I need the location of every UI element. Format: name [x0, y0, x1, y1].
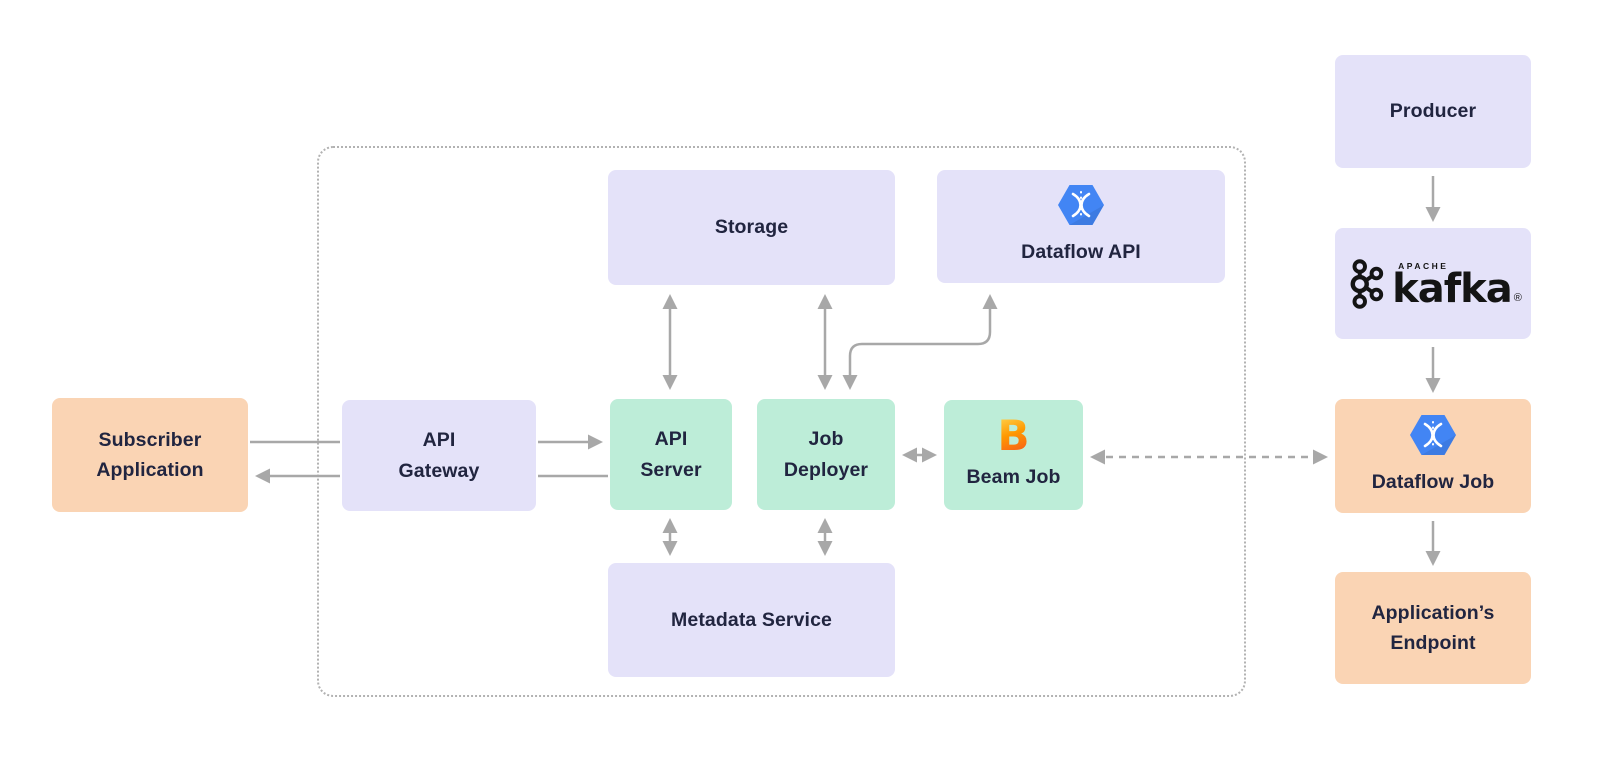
- apache-kafka-logo: APACHE kafka ®: [1344, 254, 1522, 314]
- node-job-deployer: Job Deployer: [757, 399, 895, 510]
- node-label: Dataflow Job: [1371, 470, 1495, 493]
- node-label: API Gateway: [398, 429, 480, 482]
- kafka-registered-mark: ®: [1513, 292, 1522, 304]
- node-applications-endpoint: Application’s Endpoint: [1335, 572, 1531, 684]
- node-label: Metadata Service: [671, 608, 832, 631]
- node-label: Producer: [1389, 100, 1477, 123]
- node-label: API Server: [640, 428, 702, 481]
- node-label: Application’s Endpoint: [1371, 601, 1495, 654]
- node-metadata-service: Metadata Service: [608, 563, 895, 677]
- node-label: Dataflow API: [1021, 241, 1141, 264]
- node-producer: Producer: [1335, 55, 1531, 168]
- node-storage: Storage: [608, 170, 895, 285]
- node-label: Subscriber Application: [96, 428, 204, 481]
- node-label: Job Deployer: [783, 428, 869, 481]
- pipeline-boundary-box: [317, 146, 1246, 697]
- dataflow-icon: [1058, 185, 1104, 230]
- kafka-apache-label: APACHE: [1398, 261, 1449, 271]
- node-beam-job: B Beam Job: [944, 400, 1083, 510]
- node-kafka: APACHE kafka ®: [1335, 228, 1531, 339]
- node-dataflow-api: Dataflow API: [937, 170, 1225, 283]
- kafka-wordmark: APACHE kafka ®: [1392, 261, 1522, 312]
- dataflow-icon: [1410, 414, 1456, 460]
- apache-beam-logo-icon: B: [997, 411, 1030, 461]
- node-label: Storage: [714, 216, 789, 239]
- kafka-icon: [1350, 258, 1384, 309]
- node-api-server: API Server: [610, 399, 732, 510]
- node-subscriber-application: Subscriber Application: [52, 398, 248, 512]
- node-dataflow-job: Dataflow Job: [1335, 399, 1531, 513]
- kafka-word-label: kafka: [1392, 266, 1513, 312]
- node-label: Beam Job: [966, 466, 1061, 489]
- node-api-gateway: API Gateway: [342, 400, 536, 511]
